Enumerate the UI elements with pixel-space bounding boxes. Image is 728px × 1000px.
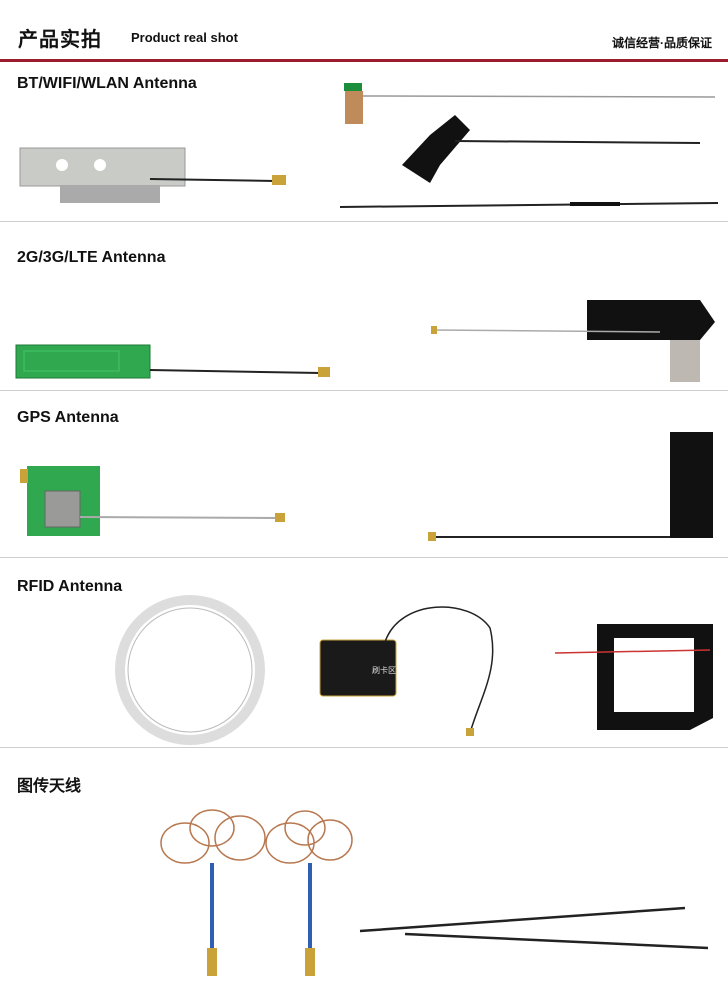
section-gps: GPS Antenna — [0, 391, 728, 558]
slogan: 诚信经营·品质保证 — [612, 36, 712, 50]
section-title: BT/WIFI/WLAN Antenna — [17, 75, 197, 92]
card-label: 刷卡区 — [372, 665, 396, 675]
lte-antenna-photos — [15, 300, 715, 382]
page-title: 产品实拍 — [18, 29, 102, 51]
page-subtitle: Product real shot — [131, 30, 238, 45]
section-lte: 2G/3G/LTE Antenna — [0, 222, 728, 391]
section-title: RFID Antenna — [17, 578, 123, 595]
section-video-tx: 图传天线 — [0, 748, 728, 1000]
video-antenna-photos — [160, 809, 709, 976]
section-rfid: RFID Antenna 刷卡区 — [0, 558, 728, 748]
page-header: 产品实拍 Product real shot 诚信经营·品质保证 — [0, 0, 728, 62]
bt-wifi-antenna-photos — [19, 83, 719, 208]
rfid-antenna-photos: 刷卡区 — [115, 595, 713, 745]
gps-antenna-photos — [20, 432, 713, 541]
section-title: 2G/3G/LTE Antenna — [17, 249, 166, 266]
section-bt-wifi: BT/WIFI/WLAN Antenna — [0, 65, 728, 222]
section-title: 图传天线 — [17, 778, 82, 795]
section-title: GPS Antenna — [17, 409, 119, 426]
